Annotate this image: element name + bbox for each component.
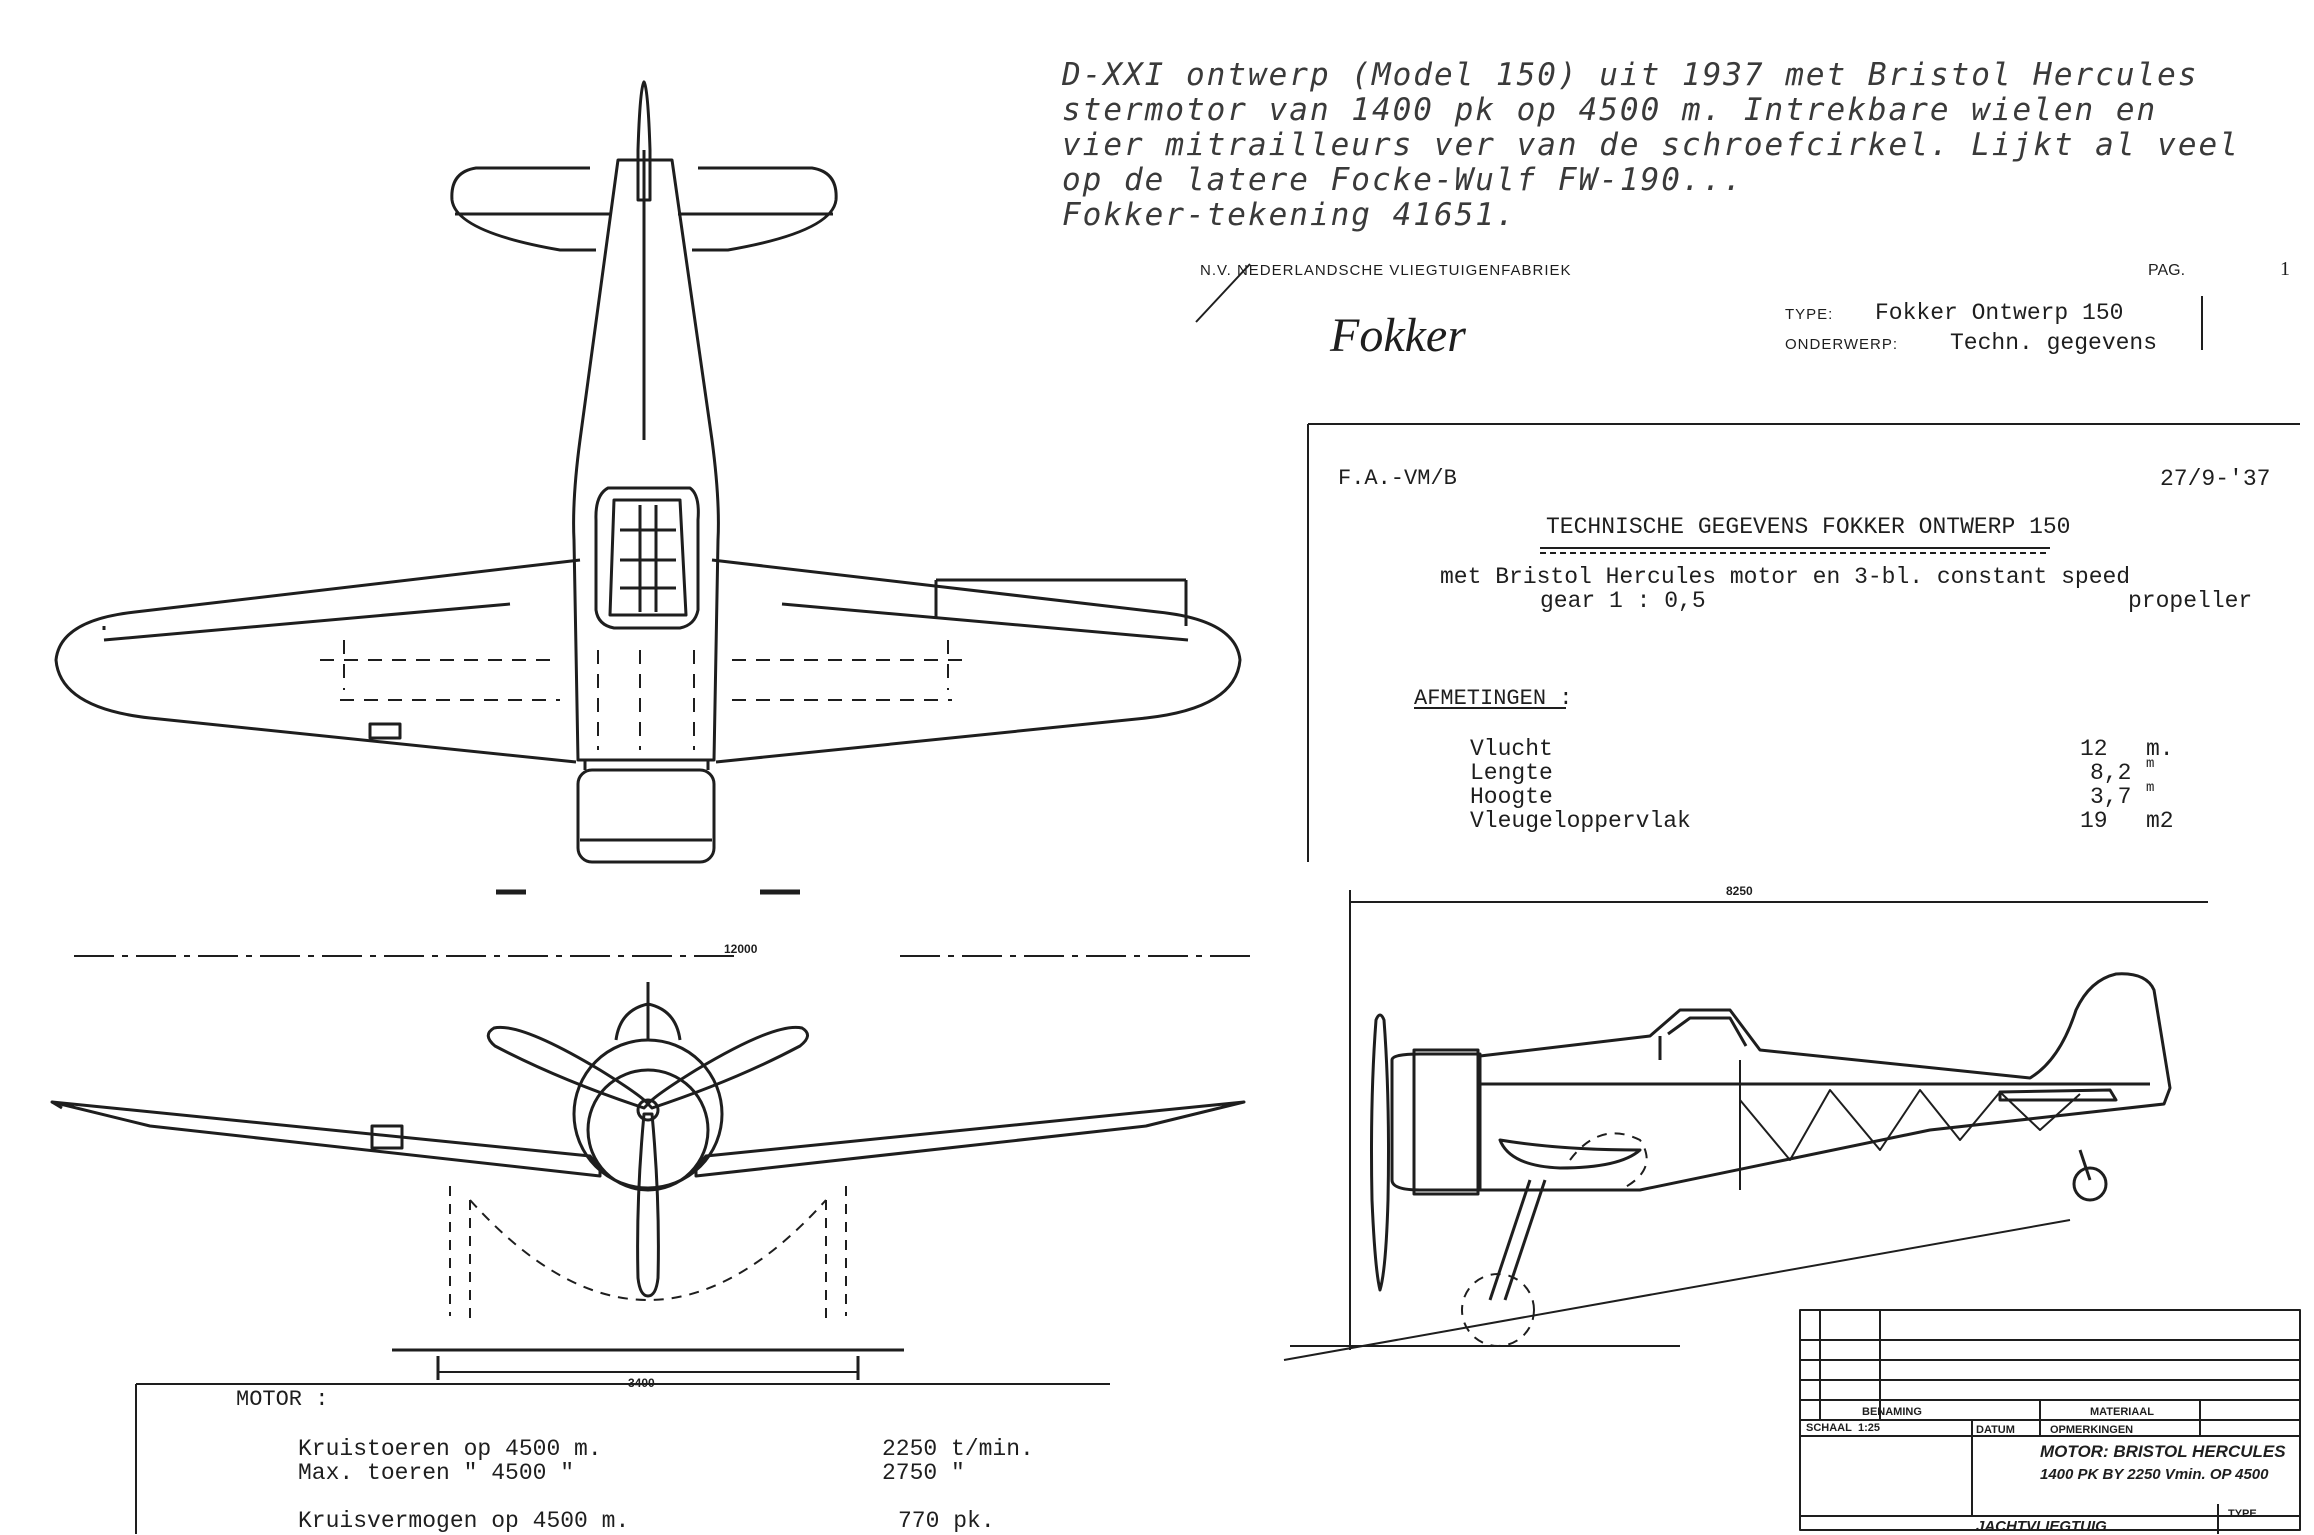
motor-row-value: 2250 t/min.	[882, 1436, 1034, 1462]
caption: D-XXI ontwerp (Model 150) uit 1937 met B…	[1062, 58, 2240, 233]
dimension-value: 3,7	[2090, 784, 2132, 810]
dimension-value: 12	[2080, 736, 2108, 762]
spec-sheet-frame	[1307, 423, 2300, 862]
motor-box-frame	[135, 1383, 1110, 1534]
title-block-schaal: SCHAAL	[1806, 1422, 1852, 1434]
title-block-materiaal: MATERIAAL	[2090, 1406, 2154, 1418]
propeller-word: propeller	[2128, 588, 2253, 614]
motor-row-label: Kruistoeren op 4500 m.	[298, 1436, 602, 1462]
letterhead-marks	[1195, 263, 2203, 350]
page-label: PAG.	[2148, 262, 2186, 279]
title-block-bottom: JACHTVLIEGTUIG	[1976, 1518, 2107, 1535]
dimension-label: Vlucht	[1470, 736, 1553, 762]
dimension-unit: m	[2146, 780, 2155, 796]
dimension-value: 19	[2080, 808, 2108, 834]
caption-line: stermotor van 1400 pk op 4500 m. Intrekb…	[1062, 92, 2158, 128]
front-track-dimension: 3400	[628, 1376, 655, 1390]
dimensions-heading: AFMETINGEN :	[1414, 686, 1573, 711]
title-block-schaal-value: 1:25	[1858, 1422, 1881, 1434]
caption-line: op de latere Focke-Wulf FW-190...	[1062, 162, 1744, 198]
title-block-type: TYPE	[2228, 1508, 2257, 1520]
front-span-dimension: 12000	[724, 942, 758, 956]
subject-value: Techn. gegevens	[1950, 330, 2158, 356]
motor-row-label: Max. toeren " 4500 "	[298, 1460, 575, 1486]
motor-row-value: 770 pk.	[898, 1508, 995, 1534]
motor-row-label: Kruisvermogen op 4500 m.	[298, 1508, 630, 1534]
title-block-datum: DATUM	[1976, 1424, 2015, 1436]
title-block-motor: MOTOR: BRISTOL HERCULES	[2040, 1442, 2286, 1461]
caption-line: Fokker-tekening 41651.	[1062, 197, 1517, 233]
company-name: N.V. NEDERLANDSCHE VLIEGTUIGENFABRIEK	[1200, 262, 1572, 279]
sheet-title: TECHNISCHE GEGEVENS FOKKER ONTWERP 150	[1546, 514, 2071, 540]
dimension-unit: m2	[2146, 808, 2174, 834]
type-value: Fokker Ontwerp 150	[1875, 300, 2124, 326]
title-block-grid	[1799, 1309, 2301, 1534]
dimension-unit: m.	[2146, 736, 2174, 762]
title-block-motor-power: 1400 PK BY 2250 Vmin. OP 4500	[2040, 1466, 2269, 1483]
front-view-drawing	[50, 955, 1250, 1298]
gear-ratio: gear 1 : 0,5	[1540, 588, 1706, 614]
motor-heading: MOTOR :	[236, 1387, 329, 1412]
dimension-value: 8,2	[2090, 760, 2132, 786]
caption-line: vier mitrailleurs ver van de schroefcirk…	[1062, 127, 2240, 163]
reference-code: F.A.-VM/B	[1338, 466, 1457, 491]
title-block-opmerkingen: OPMERKINGEN	[2050, 1424, 2134, 1436]
top-view-drawing	[54, 80, 1242, 864]
sheet-subtitle: met Bristol Hercules motor en 3-bl. cons…	[1440, 564, 2131, 590]
page-number: 1	[2280, 258, 2290, 280]
caption-line: D-XXI ontwerp (Model 150) uit 1937 met B…	[1062, 57, 2199, 93]
side-view-drawing	[1283, 890, 2208, 1361]
sheet-date: 27/9-'37	[2160, 466, 2271, 492]
dimension-unit: m	[2146, 756, 2155, 772]
side-view-hidden-lines	[1461, 1132, 1648, 1347]
side-length-dimension: 8250	[1726, 884, 1753, 898]
subject-label: ONDERWERP:	[1785, 336, 1899, 353]
front-view-hidden-lines	[449, 1186, 847, 1320]
top-view-hidden-lines	[320, 640, 972, 750]
title-block-benaming: BENAMING	[1862, 1406, 1922, 1418]
dimension-label: Hoogte	[1470, 784, 1553, 810]
motor-row-value: 2750 "	[882, 1460, 965, 1486]
fokker-logo: Fokker	[1330, 309, 1466, 362]
front-view-ground	[392, 1348, 904, 1380]
type-label: TYPE:	[1785, 306, 1834, 323]
dimension-label: Lengte	[1470, 760, 1553, 786]
dimension-label: Vleugeloppervlak	[1470, 808, 1691, 834]
